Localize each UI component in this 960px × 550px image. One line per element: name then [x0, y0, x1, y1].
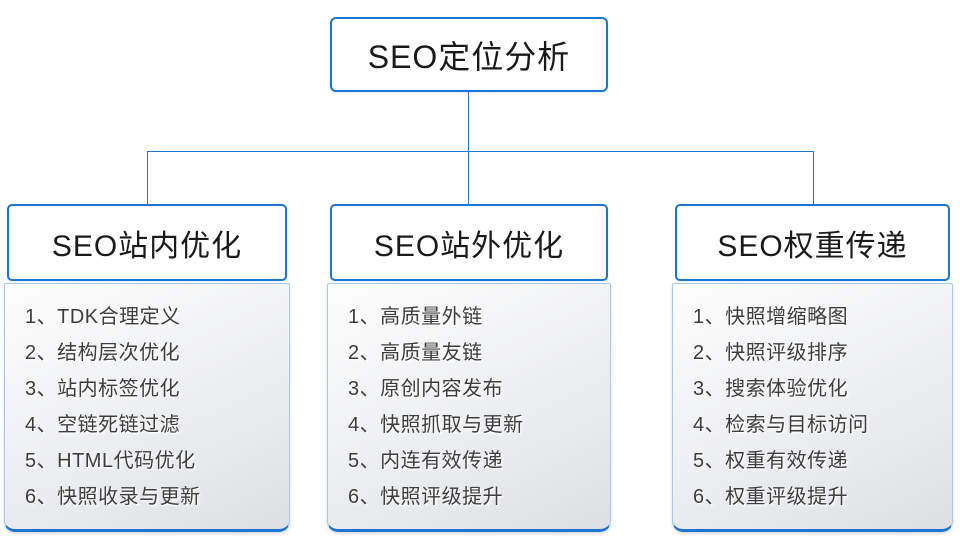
list-item: 6、快照评级提升: [348, 486, 504, 508]
list-item: 3、站内标签优化: [25, 378, 181, 400]
branch-header-weight-label: SEO权重传递: [717, 229, 908, 263]
connector-root-vertical: [468, 92, 469, 151]
branch-list-onsite: 1、TDK合理定义 2、结构层次优化 3、站内标签优化 4、空链死链过滤 5、H…: [4, 283, 290, 532]
connector-branch-2-vertical: [468, 151, 469, 204]
list-item: 5、权重有效传递: [693, 450, 849, 472]
list-item: 4、快照抓取与更新: [348, 414, 524, 436]
list-item: 5、内连有效传递: [348, 450, 504, 472]
list-item: 1、TDK合理定义: [25, 306, 181, 328]
list-item: 6、快照收录与更新: [25, 486, 201, 508]
list-item: 2、结构层次优化: [25, 342, 181, 364]
list-item: 5、HTML代码优化: [25, 450, 196, 472]
list-item: 2、快照评级排序: [693, 342, 849, 364]
connector-branch-3-vertical: [813, 151, 814, 204]
list-item: 2、高质量友链: [348, 342, 483, 364]
branch-header-offsite: SEO站外优化: [330, 204, 608, 281]
list-item: 1、高质量外链: [348, 306, 483, 328]
branch-list-offsite: 1、高质量外链 2、高质量友链 3、原创内容发布 4、快照抓取与更新 5、内连有…: [327, 283, 611, 532]
branch-header-onsite: SEO站内优化: [7, 204, 287, 281]
list-item: 6、权重评级提升: [693, 486, 849, 508]
branch-header-offsite-label: SEO站外优化: [373, 229, 565, 263]
list-item: 3、原创内容发布: [348, 378, 504, 400]
branch-list-weight: 1、快照增缩略图 2、快照评级排序 3、搜索体验优化 4、检索与目标访问 5、权…: [672, 283, 953, 532]
root-node-label: SEO定位分析: [367, 38, 571, 75]
list-item: 4、空链死链过滤: [25, 414, 181, 436]
list-item: 4、检索与目标访问: [693, 414, 869, 436]
connector-branch-1-vertical: [147, 151, 148, 204]
connector-horizontal-bus: [147, 151, 813, 152]
branch-header-onsite-label: SEO站内优化: [51, 229, 243, 263]
list-item: 3、搜索体验优化: [693, 378, 849, 400]
list-item: 1、快照增缩略图: [693, 306, 849, 328]
branch-header-weight: SEO权重传递: [675, 204, 950, 281]
root-node: SEO定位分析: [330, 17, 608, 92]
